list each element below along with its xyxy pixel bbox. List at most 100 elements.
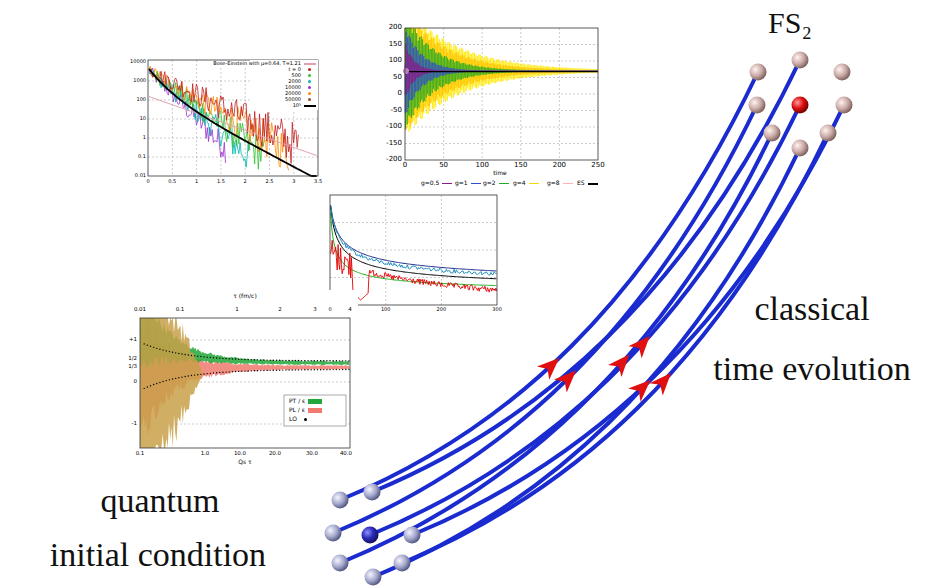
plot-stroke <box>385 195 386 305</box>
axis-tick-label: 10.0 <box>234 450 246 456</box>
plot-stroke <box>323 369 324 370</box>
plot-stroke <box>184 354 185 355</box>
legend-label: g=2 <box>482 180 497 187</box>
trajectory <box>333 105 757 533</box>
plot-stroke <box>405 127 598 128</box>
plot-stroke <box>342 369 343 370</box>
axis-tick-label: -100 <box>386 123 402 131</box>
axis-tick-label: 0 <box>146 179 149 185</box>
axis-tick-label: 2.5 <box>266 179 274 185</box>
plot-stroke <box>298 369 299 370</box>
plot-curves <box>331 205 497 300</box>
plot-grid <box>405 28 598 160</box>
axis-tick-label: 250 <box>591 162 604 170</box>
legend-point <box>308 80 311 83</box>
axis-tick-label: 0 <box>403 162 407 170</box>
plot-line <box>405 28 598 130</box>
axis-tick-label: 1 <box>235 306 239 312</box>
axis-tick-label: 0 <box>328 307 331 313</box>
axis-tick-label: -200 <box>386 156 402 164</box>
axis-tick-label: 2 <box>278 306 282 312</box>
plot-stroke <box>238 371 239 372</box>
plot-stroke <box>150 385 151 386</box>
legend-point <box>308 74 311 77</box>
plot-stroke <box>213 357 214 358</box>
plot-stroke <box>279 360 280 361</box>
axis-tick-label: -150 <box>386 140 402 148</box>
plot-stroke <box>213 372 214 373</box>
axis-tick-label: -50 <box>391 107 402 115</box>
axis-tick-label: 100 <box>389 57 402 65</box>
plot-stroke <box>339 360 340 361</box>
plot-stroke <box>288 369 289 370</box>
plot-stroke <box>153 384 154 385</box>
axis-tick-label: time <box>493 170 507 177</box>
plot-stroke <box>147 344 148 345</box>
axis-tick-label: 0.01 <box>134 306 146 312</box>
initial-point <box>332 555 349 572</box>
plot-stroke <box>307 360 308 361</box>
arrowhead <box>650 367 678 395</box>
axis-tick-label: 1/3 <box>128 363 137 369</box>
axis-tick-label: +1 <box>129 336 137 342</box>
annotation-text: quantum <box>101 482 220 519</box>
plot-stroke <box>520 28 521 160</box>
plot-stroke <box>348 360 349 361</box>
plot-stroke <box>257 370 258 371</box>
axis-tick-label: 30.0 <box>306 450 318 456</box>
plot-stroke <box>323 360 324 361</box>
plot-stroke <box>279 369 280 370</box>
plot-stroke <box>260 370 261 371</box>
plot-frame <box>140 318 350 448</box>
plot-stroke <box>266 370 267 371</box>
plot-line <box>331 206 497 278</box>
plot-stroke <box>222 358 223 359</box>
annotation-text: initial condition <box>50 536 266 573</box>
initial-point <box>404 527 421 544</box>
plot-stroke <box>156 348 157 349</box>
plot-background <box>118 52 324 192</box>
trajectory <box>372 60 800 492</box>
arrowhead <box>554 364 582 392</box>
plot-stroke <box>342 360 343 361</box>
axis-tick-label: 300 <box>492 307 502 313</box>
plot-stroke <box>188 375 189 376</box>
plot-stroke <box>285 369 286 370</box>
axis-tick-label: 100 <box>476 162 489 170</box>
plot-stroke <box>482 28 483 160</box>
plot-stroke <box>203 356 204 357</box>
axis-tick-label: 1/2 <box>128 355 137 361</box>
axis-tick-label: 0.01 <box>135 173 146 179</box>
legend-point <box>308 92 311 95</box>
plot-stroke <box>175 378 176 379</box>
plot-stroke <box>219 357 220 358</box>
plot-curves <box>140 318 350 448</box>
plot-frame <box>405 28 598 160</box>
plot-stroke <box>405 143 598 144</box>
legend-point <box>308 98 311 101</box>
plot-stroke <box>276 370 277 371</box>
legend-label: PL / ε <box>288 407 306 414</box>
plot-stroke <box>241 371 242 372</box>
final-point <box>792 52 809 69</box>
plot-stroke <box>307 369 308 370</box>
legend-label: g=8 <box>546 180 561 187</box>
legend-line <box>563 183 573 185</box>
arrowhead <box>537 351 565 379</box>
axis-tick-label: 100 <box>136 97 146 103</box>
plot-stroke <box>153 347 154 348</box>
plot-stroke <box>181 376 182 377</box>
final-point <box>792 97 809 114</box>
legend-label: g=4 <box>512 180 527 187</box>
plot-stroke <box>162 381 163 382</box>
plot-stroke <box>282 360 283 361</box>
axis-tick-label: 3.5 <box>314 179 322 185</box>
legend-line <box>499 183 509 185</box>
plot-stroke <box>200 374 201 375</box>
legend-label: g=0.5 <box>420 180 440 187</box>
axis-tick-label: 2 <box>244 179 247 185</box>
final-point <box>749 97 766 114</box>
plot-stroke <box>225 358 226 359</box>
plot-grid <box>148 60 318 176</box>
plot-line <box>149 97 317 156</box>
